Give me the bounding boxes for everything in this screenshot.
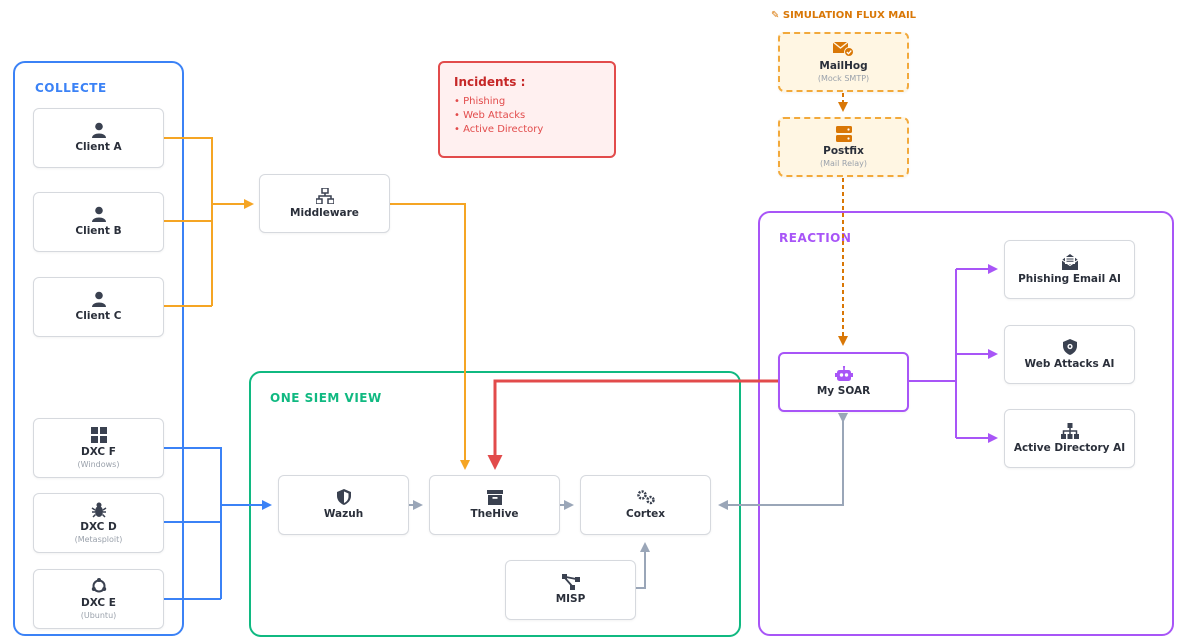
archive-icon <box>486 489 503 505</box>
server-icon <box>835 125 852 142</box>
dxc-d-label: DXC D <box>80 520 117 533</box>
robot-icon <box>834 366 853 382</box>
thehive-label: TheHive <box>470 507 519 520</box>
dxc-e-sub: (Ubuntu) <box>80 611 117 621</box>
my-soar-node[interactable]: My SOAR <box>778 352 909 412</box>
windows-icon <box>90 426 107 443</box>
misp-label: MISP <box>555 593 586 606</box>
envelope-check-icon <box>832 41 854 57</box>
web-attacks-ai-node[interactable]: Web Attacks AI <box>1004 325 1135 384</box>
dxc-f-label: DXC F <box>81 445 116 458</box>
mailhog-label: MailHog <box>819 59 868 72</box>
cortex-label: Cortex <box>625 508 665 521</box>
client-a-label: Client A <box>75 141 122 154</box>
wire-middleware-to-thehive <box>390 203 470 470</box>
share-nodes-icon <box>561 574 580 591</box>
misp-node[interactable]: MISP <box>505 560 636 620</box>
bug-icon <box>91 502 106 518</box>
gears-icon <box>636 490 655 505</box>
pencil-icon: ✎ <box>771 10 783 21</box>
network-icon <box>315 187 334 204</box>
mailhog-node[interactable]: MailHog (Mock SMTP) <box>778 32 909 92</box>
dxc-d-node[interactable]: DXC D (Metasploit) <box>33 493 164 553</box>
phishing-email-ai-node[interactable]: Phishing Email AI <box>1004 240 1135 299</box>
wire-misp-to-cortex <box>636 542 650 589</box>
client-a-node[interactable]: Client A <box>33 108 164 168</box>
reaction-title: REACTION <box>779 231 852 245</box>
dxc-e-node[interactable]: DXC E (Ubuntu) <box>33 569 164 629</box>
mailhog-sub: (Mock SMTP) <box>817 74 870 84</box>
wire-dxc-to-wazuh <box>164 447 270 600</box>
client-c-label: Client C <box>75 310 122 323</box>
active-directory-ai-node[interactable]: Active Directory AI <box>1004 409 1135 468</box>
incidents-title: Incidents : <box>454 75 526 89</box>
dxc-d-sub: (Metasploit) <box>74 535 123 545</box>
client-c-node[interactable]: Client C <box>33 277 164 337</box>
incident-item: • Phishing <box>454 96 506 107</box>
wire-soar-to-thehive <box>487 379 778 470</box>
sitemap-icon <box>1060 422 1079 439</box>
simulation-flux-title: ✎ SIMULATION FLUX MAIL <box>771 10 917 21</box>
client-b-label: Client B <box>75 225 122 238</box>
user-icon <box>91 122 106 139</box>
incident-item: • Web Attacks <box>454 110 526 121</box>
dxc-f-node[interactable]: DXC F (Windows) <box>33 418 164 478</box>
envelope-open-icon <box>1061 253 1078 270</box>
shield-virus-icon <box>1062 338 1077 355</box>
active-directory-ai-label: Active Directory AI <box>1013 441 1126 454</box>
middleware-label: Middleware <box>290 206 359 219</box>
wire-clients-to-middleware <box>164 137 252 307</box>
postfix-label: Postfix <box>823 144 864 157</box>
my-soar-label: My SOAR <box>816 385 871 398</box>
collecte-title: COLLECTE <box>35 81 107 95</box>
web-attacks-ai-label: Web Attacks AI <box>1024 357 1115 370</box>
dxc-f-sub: (Windows) <box>77 460 120 470</box>
collecte-group: COLLECTE <box>13 61 184 636</box>
siem-title: ONE SIEM VIEW <box>270 391 382 405</box>
cortex-node[interactable]: Cortex <box>580 475 711 535</box>
wire-cortex-soar <box>718 413 848 510</box>
user-icon <box>91 291 106 308</box>
postfix-node[interactable]: Postfix (Mail Relay) <box>778 117 909 177</box>
thehive-node[interactable]: TheHive <box>429 475 560 535</box>
incidents-box: Incidents : • Phishing • Web Attacks • A… <box>438 61 616 158</box>
dxc-e-label: DXC E <box>81 596 116 609</box>
client-b-node[interactable]: Client B <box>33 192 164 252</box>
phishing-email-ai-label: Phishing Email AI <box>1018 272 1121 285</box>
incident-item: • Active Directory <box>454 124 544 135</box>
shield-icon <box>336 489 351 506</box>
user-icon <box>91 206 106 223</box>
ubuntu-icon <box>91 577 106 593</box>
postfix-sub: (Mail Relay) <box>819 159 867 169</box>
wazuh-label: Wazuh <box>323 508 364 521</box>
middleware-node[interactable]: Middleware <box>259 174 390 233</box>
wazuh-node[interactable]: Wazuh <box>278 475 409 535</box>
